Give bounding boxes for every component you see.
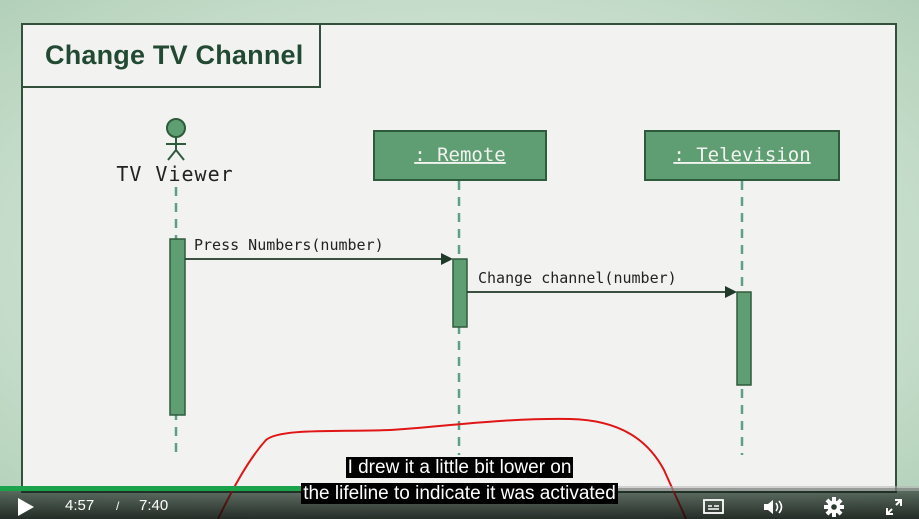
time-separator: / xyxy=(116,499,120,513)
fullscreen-icon[interactable] xyxy=(884,497,904,517)
play-icon[interactable] xyxy=(16,497,36,517)
television-activation-bar xyxy=(736,291,752,386)
slide-title: Change TV Channel xyxy=(45,40,304,70)
television-object-label: : Television xyxy=(673,144,810,166)
remote-object-box xyxy=(373,130,547,181)
actor-label: TV Viewer xyxy=(116,162,233,186)
current-time: 4:57 xyxy=(65,497,95,514)
change-channel-arrowhead xyxy=(725,286,737,298)
press-numbers-label: Press Numbers(number) xyxy=(194,236,384,254)
settings-icon[interactable] xyxy=(823,496,845,518)
remote-activation-bar xyxy=(452,258,468,328)
press-numbers-arrowhead xyxy=(441,253,453,265)
actor-activation-bar xyxy=(169,238,186,416)
duration: 7:40 xyxy=(139,497,169,514)
volume-icon[interactable] xyxy=(762,497,786,517)
slide: Change TV Channel xyxy=(21,23,897,493)
subtitle-line-2: the lifeline to indicate it was activate… xyxy=(301,483,618,504)
captions-icon[interactable] xyxy=(702,497,726,517)
subtitle-line-1: I drew it a little bit lower on xyxy=(345,457,574,478)
remote-object-label: : Remote xyxy=(414,144,506,166)
actor-icon xyxy=(166,118,186,161)
progress-fill xyxy=(0,486,593,491)
change-channel-label: Change channel(number) xyxy=(478,269,677,287)
television-object-box xyxy=(644,130,840,181)
title-box: Change TV Channel xyxy=(23,25,321,88)
red-annotation-stroke xyxy=(217,417,687,519)
